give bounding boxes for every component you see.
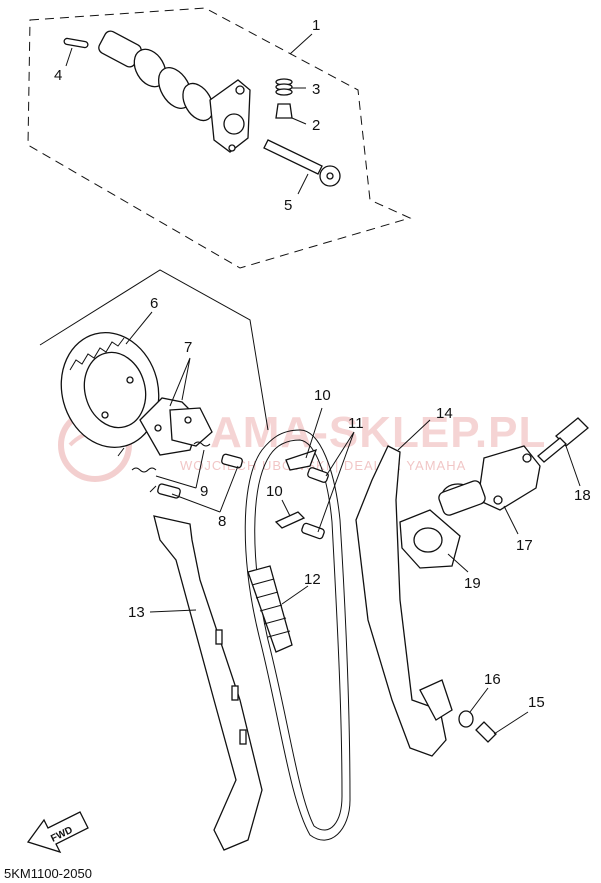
chain-guide-stopper-lower bbox=[274, 511, 306, 529]
chain-guide-stopper-upper bbox=[285, 448, 318, 471]
dowel-pin bbox=[63, 37, 89, 49]
callout-8: 8 bbox=[218, 513, 226, 530]
chain-tensioner bbox=[438, 445, 541, 516]
callout-14: 14 bbox=[436, 405, 453, 422]
callout-5: 5 bbox=[284, 197, 292, 214]
guide-bolts bbox=[301, 467, 329, 540]
callout-7: 7 bbox=[184, 339, 192, 356]
sprocket-group-box bbox=[39, 269, 269, 431]
camshaft-group-box bbox=[27, 7, 412, 269]
spring bbox=[275, 78, 293, 96]
callout-17: 17 bbox=[516, 537, 533, 554]
callout-10-upper: 10 bbox=[314, 387, 331, 404]
callout-10-lower: 10 bbox=[266, 483, 283, 500]
decompression-shaft bbox=[263, 139, 341, 187]
watermark-text: AMA-SKLEP.PL bbox=[210, 408, 546, 457]
tensioner-gasket bbox=[399, 509, 461, 569]
washer bbox=[458, 710, 474, 728]
callout-3: 3 bbox=[312, 81, 320, 98]
chain-guide-intake bbox=[153, 515, 263, 851]
callout-4: 4 bbox=[54, 67, 62, 84]
return-springs bbox=[117, 441, 211, 493]
chain-links bbox=[247, 565, 293, 653]
callout-6: 6 bbox=[150, 295, 158, 312]
leader-lines bbox=[65, 33, 581, 735]
plunger bbox=[275, 103, 293, 119]
guide-pivot-bolt bbox=[475, 721, 497, 743]
chain-guide-exhaust bbox=[355, 445, 447, 757]
callout-15: 15 bbox=[528, 694, 545, 711]
decompressor-plate bbox=[139, 397, 213, 456]
cam-sprocket bbox=[60, 331, 160, 449]
cam-chain bbox=[244, 429, 351, 841]
callout-13: 13 bbox=[128, 604, 145, 621]
callout-19: 19 bbox=[464, 575, 481, 592]
callout-1: 1 bbox=[312, 17, 320, 34]
callout-2: 2 bbox=[312, 117, 320, 134]
tensioner-bolt bbox=[537, 417, 589, 463]
fwd-arrow-icon: FWD bbox=[26, 811, 89, 854]
diagram-code: 5KM1100-2050 bbox=[4, 866, 92, 881]
camshaft bbox=[98, 30, 251, 153]
callout-11: 11 bbox=[348, 415, 364, 432]
callout-12: 12 bbox=[304, 571, 321, 588]
callout-9: 9 bbox=[200, 483, 208, 500]
sprocket-bolts bbox=[157, 453, 243, 499]
callout-16: 16 bbox=[484, 671, 501, 688]
callout-18: 18 bbox=[574, 487, 591, 504]
